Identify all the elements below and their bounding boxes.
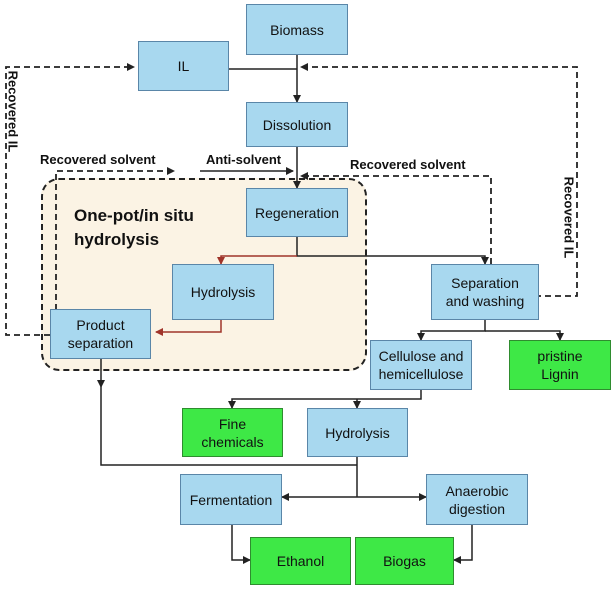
edge-separation-lignin: [485, 330, 564, 341]
cellulose-node: Cellulose and hemicellulose: [370, 340, 472, 390]
one-pot-region-label: One-pot/in situ hydrolysis: [74, 206, 194, 249]
edge-regeneration-hydrolysis: [217, 255, 297, 265]
lignin-node: pristine Lignin: [509, 340, 611, 390]
fine-chemicals-node: Fine chemicals: [182, 408, 283, 457]
recovered-solvent-left-label: Recovered solvent: [40, 152, 156, 167]
recovered-il-right-label: Recovered IL: [561, 176, 577, 259]
edge-recovered-il-left: [5, 63, 135, 336]
product-separation-node: Product separation: [50, 309, 151, 359]
edge-recovered-solvent-left: [55, 167, 175, 310]
recovered-solvent-right-label: Recovered solvent: [350, 157, 466, 172]
edge-separation-split: [417, 320, 486, 341]
hydrolysis-node-1: Hydrolysis: [172, 264, 274, 320]
regeneration-node: Regeneration: [246, 188, 348, 237]
edge-cellulose-split: [228, 390, 422, 409]
fermentation-node: Fermentation: [180, 474, 282, 525]
separation-washing-node: Separation and washing: [431, 264, 539, 320]
edge-hydrolysis-product: [155, 320, 222, 336]
dissolution-node: Dissolution: [246, 102, 348, 147]
edge-recovered-solvent-right: [300, 172, 492, 264]
anti-solvent-label: Anti-solvent: [206, 152, 282, 167]
hydrolysis-node-2: Hydrolysis: [307, 408, 408, 457]
edge-product-sep-to-fork: [100, 387, 357, 466]
il-node: IL: [138, 41, 229, 91]
ethanol-node: Ethanol: [250, 537, 351, 585]
biogas-node: Biogas: [355, 537, 454, 585]
edge-fermentation-ethanol: [231, 525, 251, 564]
edge-anaerobic-biogas: [453, 525, 473, 564]
recovered-il-left-label: Recovered IL: [5, 70, 21, 153]
edge-regeneration-separation: [296, 237, 489, 265]
anaerobic-digestion-node: Anaerobic digestion: [426, 474, 528, 525]
biomass-node: Biomass: [246, 4, 348, 55]
